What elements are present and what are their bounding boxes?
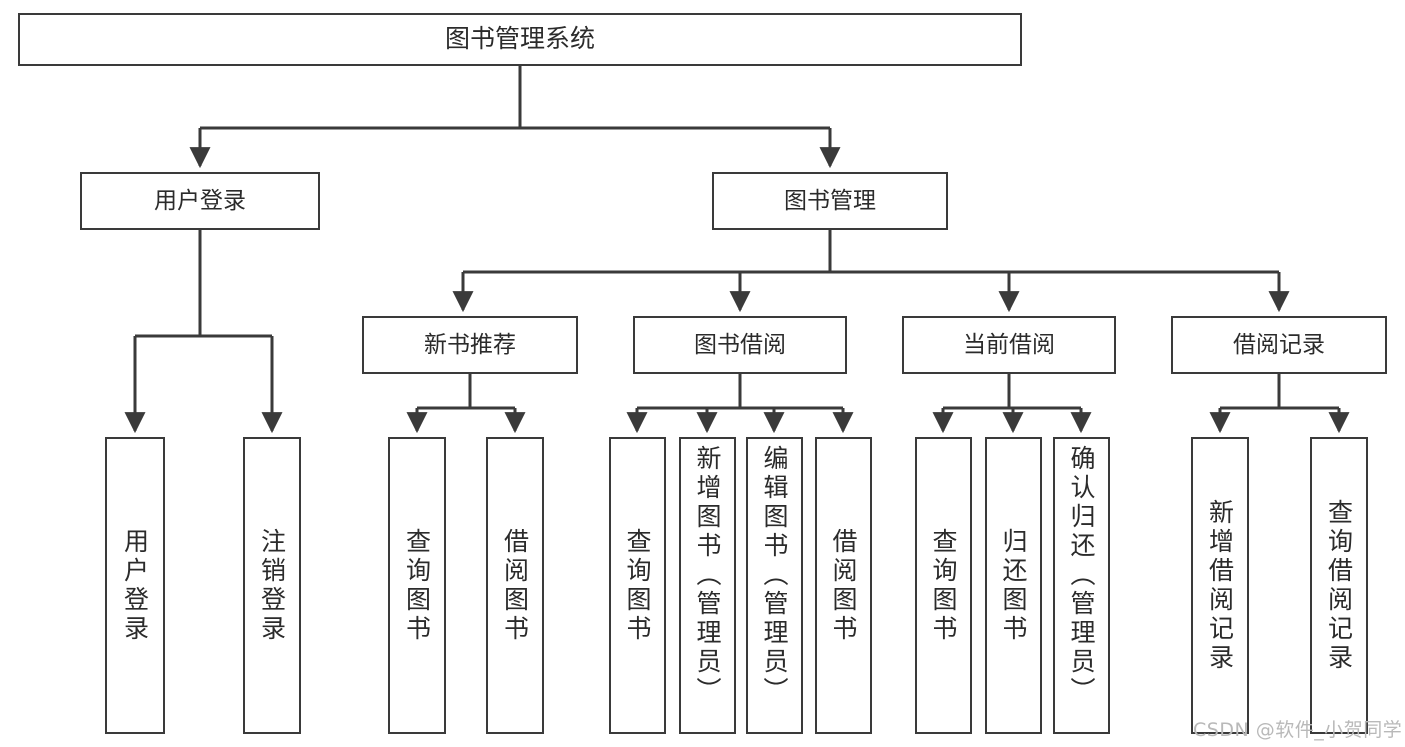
node-root-label: 图书管理系统 (444, 24, 595, 54)
node-leaf-add-book[interactable]: 新增图书（管理员） (679, 437, 736, 734)
node-leaf-query-book-1[interactable]: 查询图书 (388, 437, 446, 734)
node-book-borrow[interactable]: 图书借阅 (633, 316, 847, 374)
node-new-book-recommend-label: 新书推荐 (424, 331, 516, 358)
node-book-borrow-label: 图书借阅 (694, 331, 786, 358)
node-leaf-add-record[interactable]: 新增借阅记录 (1191, 437, 1249, 734)
node-leaf-logout-label: 注销登录 (257, 527, 287, 644)
node-leaf-borrow-book-2-label: 借阅图书 (829, 527, 858, 644)
node-leaf-query-record[interactable]: 查询借阅记录 (1310, 437, 1368, 734)
node-leaf-edit-book[interactable]: 编辑图书（管理员） (746, 437, 803, 734)
node-leaf-logout[interactable]: 注销登录 (243, 437, 301, 734)
node-root[interactable]: 图书管理系统 (18, 13, 1022, 66)
node-leaf-query-book-2[interactable]: 查询图书 (609, 437, 666, 734)
node-book-manage-label: 图书管理 (784, 187, 876, 214)
node-leaf-edit-book-label: 编辑图书（管理员） (760, 445, 789, 706)
node-leaf-borrow-book-1[interactable]: 借阅图书 (486, 437, 544, 734)
node-user-login[interactable]: 用户登录 (80, 172, 320, 230)
csdn-watermark: CSDN @软件_小贺同学 (1193, 719, 1403, 741)
node-current-borrow[interactable]: 当前借阅 (902, 316, 1116, 374)
node-leaf-query-book-3-label: 查询图书 (929, 527, 958, 644)
node-leaf-return-book[interactable]: 归还图书 (985, 437, 1042, 734)
node-leaf-query-book-2-label: 查询图书 (623, 527, 652, 644)
node-leaf-user-login-label: 用户登录 (120, 527, 150, 644)
node-borrow-record[interactable]: 借阅记录 (1171, 316, 1387, 374)
node-leaf-confirm-return[interactable]: 确认归还（管理员） (1053, 437, 1110, 734)
node-borrow-record-label: 借阅记录 (1233, 331, 1325, 358)
node-leaf-query-book-3[interactable]: 查询图书 (915, 437, 972, 734)
node-leaf-add-record-label: 新增借阅记录 (1205, 498, 1235, 673)
node-leaf-borrow-book-1-label: 借阅图书 (500, 527, 530, 644)
node-leaf-add-book-label: 新增图书（管理员） (693, 445, 722, 706)
node-user-login-label: 用户登录 (154, 187, 246, 214)
node-book-manage[interactable]: 图书管理 (712, 172, 948, 230)
node-leaf-return-book-label: 归还图书 (999, 527, 1028, 644)
node-leaf-user-login[interactable]: 用户登录 (105, 437, 165, 734)
node-new-book-recommend[interactable]: 新书推荐 (362, 316, 578, 374)
node-leaf-query-book-1-label: 查询图书 (402, 527, 432, 644)
node-leaf-borrow-book-2[interactable]: 借阅图书 (815, 437, 872, 734)
node-leaf-confirm-return-label: 确认归还（管理员） (1067, 445, 1096, 706)
node-leaf-query-record-label: 查询借阅记录 (1324, 498, 1354, 673)
node-current-borrow-label: 当前借阅 (963, 331, 1055, 358)
